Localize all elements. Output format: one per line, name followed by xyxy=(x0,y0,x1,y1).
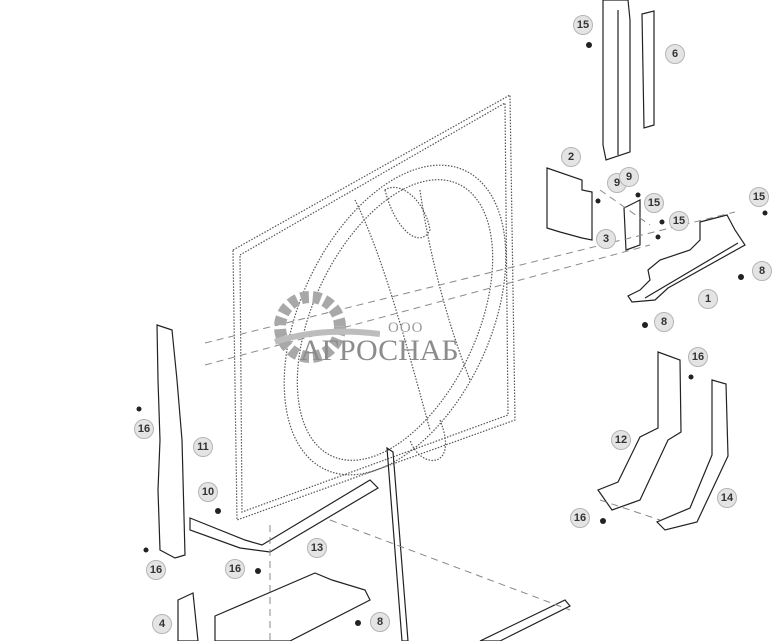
part-4-lower-tray[interactable] xyxy=(214,572,371,641)
callout-part-16[interactable]: 16 xyxy=(146,560,166,580)
callout-part-12[interactable]: 12 xyxy=(611,430,631,450)
part-4-lower-plate[interactable] xyxy=(177,592,199,641)
assembly-lines xyxy=(204,189,736,641)
fasteners xyxy=(136,42,768,626)
part-14-corner-seal[interactable] xyxy=(655,379,729,531)
part-12-corner-seal[interactable] xyxy=(597,351,682,511)
part-6-seal-strip[interactable] xyxy=(641,10,655,129)
part-11-side-seal[interactable] xyxy=(156,324,186,559)
callout-part-10[interactable]: 10 xyxy=(198,482,218,502)
callout-part-8[interactable]: 8 xyxy=(752,261,772,281)
callout-part-16[interactable]: 16 xyxy=(688,347,708,367)
callout-part-6[interactable]: 6 xyxy=(665,44,685,64)
part-bottom-strip[interactable] xyxy=(479,599,571,641)
part-13-lower-panel[interactable] xyxy=(189,479,379,553)
callout-part-14[interactable]: 14 xyxy=(717,488,737,508)
callout-part-2[interactable]: 2 xyxy=(561,147,581,167)
callout-part-16[interactable]: 16 xyxy=(225,559,245,579)
part-2-plate[interactable] xyxy=(546,167,593,241)
callout-part-15[interactable]: 15 xyxy=(669,211,689,231)
callout-part-1[interactable]: 1 xyxy=(698,289,718,309)
callout-part-3[interactable]: 3 xyxy=(596,229,616,249)
callout-part-15[interactable]: 15 xyxy=(644,193,664,213)
callout-part-8[interactable]: 8 xyxy=(654,312,674,332)
callout-part-9[interactable]: 9 xyxy=(619,167,639,187)
part-3-bracket[interactable] xyxy=(623,199,641,251)
part-vertical-strip[interactable] xyxy=(386,446,409,641)
callout-part-16[interactable]: 16 xyxy=(134,419,154,439)
callout-part-15[interactable]: 15 xyxy=(749,187,769,207)
radiator-shroud xyxy=(232,93,516,521)
callout-part-4[interactable]: 4 xyxy=(152,614,172,634)
callout-part-8[interactable]: 8 xyxy=(370,612,390,632)
callout-part-16[interactable]: 16 xyxy=(570,508,590,528)
callout-part-15[interactable]: 15 xyxy=(573,15,593,35)
callout-part-13[interactable]: 13 xyxy=(307,538,327,558)
part-upper-column[interactable] xyxy=(602,0,631,161)
callout-part-11[interactable]: 11 xyxy=(193,437,213,457)
part-1-panel[interactable] xyxy=(627,214,746,303)
